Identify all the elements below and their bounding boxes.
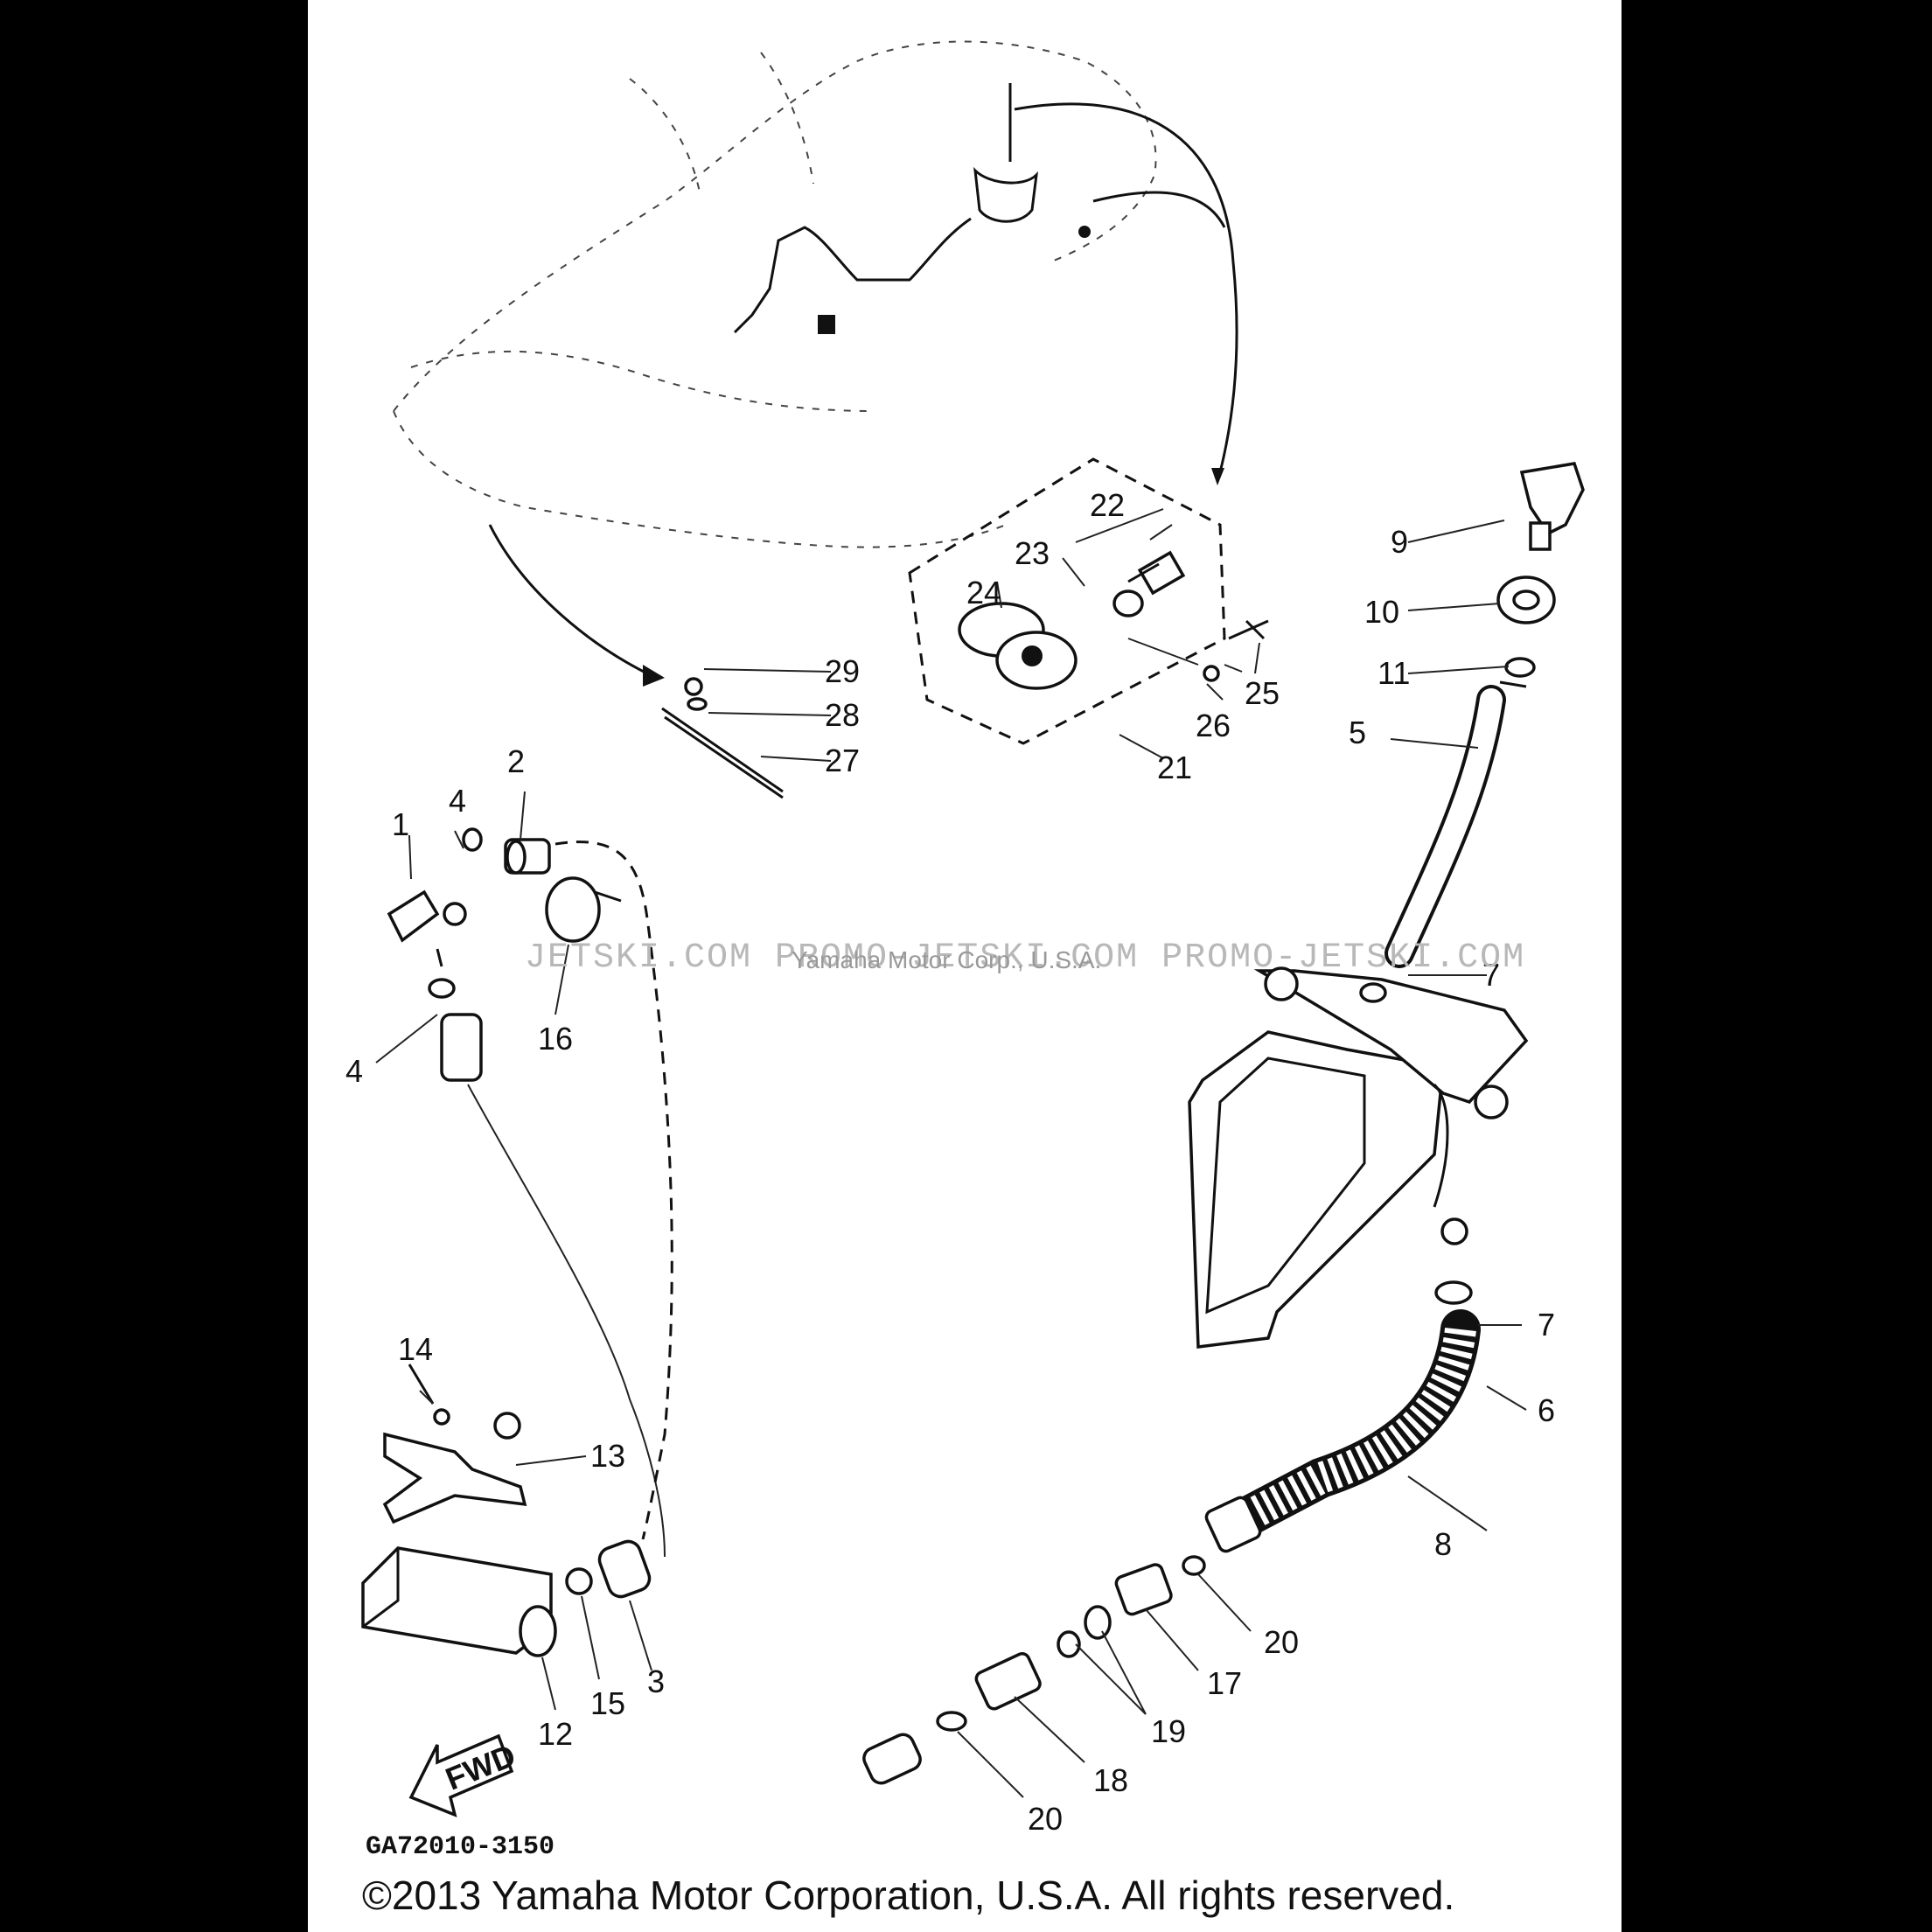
callout-18: 18 (1093, 1762, 1128, 1798)
callout-20a: 20 (1028, 1801, 1063, 1837)
water-sensor-assy (958, 550, 1269, 690)
callout-27: 27 (825, 743, 860, 778)
callout-28: 28 (825, 697, 860, 733)
callout-20b: 20 (1264, 1624, 1299, 1660)
leader-lines (375, 508, 1527, 1798)
callout-16: 16 (538, 1021, 573, 1057)
callout-21: 21 (1157, 750, 1192, 785)
callout-19: 19 (1151, 1713, 1186, 1749)
hull-outline (393, 40, 1157, 548)
hose-8-corrugated (1204, 1309, 1481, 1553)
watermark-small: Yamaha Motor Corp., U.S.A. (792, 946, 1102, 973)
callout-29: 29 (825, 653, 860, 689)
filter-box-assy (361, 1364, 652, 1657)
hose-5 (1359, 462, 1585, 1003)
callout-3: 3 (647, 1663, 665, 1699)
callout-4b: 4 (345, 1053, 363, 1089)
callout-8: 8 (1434, 1526, 1452, 1562)
callout-7b: 7 (1538, 1307, 1555, 1343)
hose-left (387, 827, 673, 1558)
fittings-17-20 (862, 1555, 1206, 1785)
callout-23: 23 (1015, 535, 1050, 571)
copyright-notice: ©2013 Yamaha Motor Corporation, U.S.A. A… (362, 1873, 1455, 1918)
drawing-code: GA72010-3150 (366, 1832, 555, 1862)
watermark: JETSKI.COM PROMO-JETSKI.COM PROMO-JETSKI… (525, 938, 1526, 978)
callout-25: 25 (1245, 675, 1280, 711)
callout-7a: 7 (1482, 957, 1500, 993)
callout-24: 24 (966, 575, 1001, 610)
callout-6: 6 (1538, 1392, 1555, 1428)
nozzle-housing (1188, 966, 1529, 1349)
callout-5: 5 (1349, 715, 1366, 750)
callout-22: 22 (1090, 487, 1125, 523)
callout-14: 14 (398, 1331, 433, 1367)
callout-26: 26 (1196, 708, 1231, 743)
callout-4a: 4 (449, 783, 466, 819)
callout-12: 12 (538, 1716, 573, 1752)
callout-10: 10 (1364, 594, 1399, 630)
callout-17: 17 (1207, 1665, 1242, 1701)
callout-2: 2 (507, 743, 525, 779)
cap-assy (661, 677, 784, 799)
callout-9: 9 (1391, 524, 1408, 560)
callout-15: 15 (590, 1685, 625, 1721)
group-21-box (908, 457, 1226, 745)
callout-1: 1 (392, 806, 409, 842)
hull-arrows (488, 102, 1238, 687)
callout-11: 11 (1378, 655, 1410, 691)
callouts: 22 23 24 25 26 21 29 28 27 9 10 11 5 7 7… (345, 487, 1555, 1837)
fwd-arrow: FWD (408, 1733, 520, 1817)
callout-13: 13 (590, 1438, 625, 1474)
